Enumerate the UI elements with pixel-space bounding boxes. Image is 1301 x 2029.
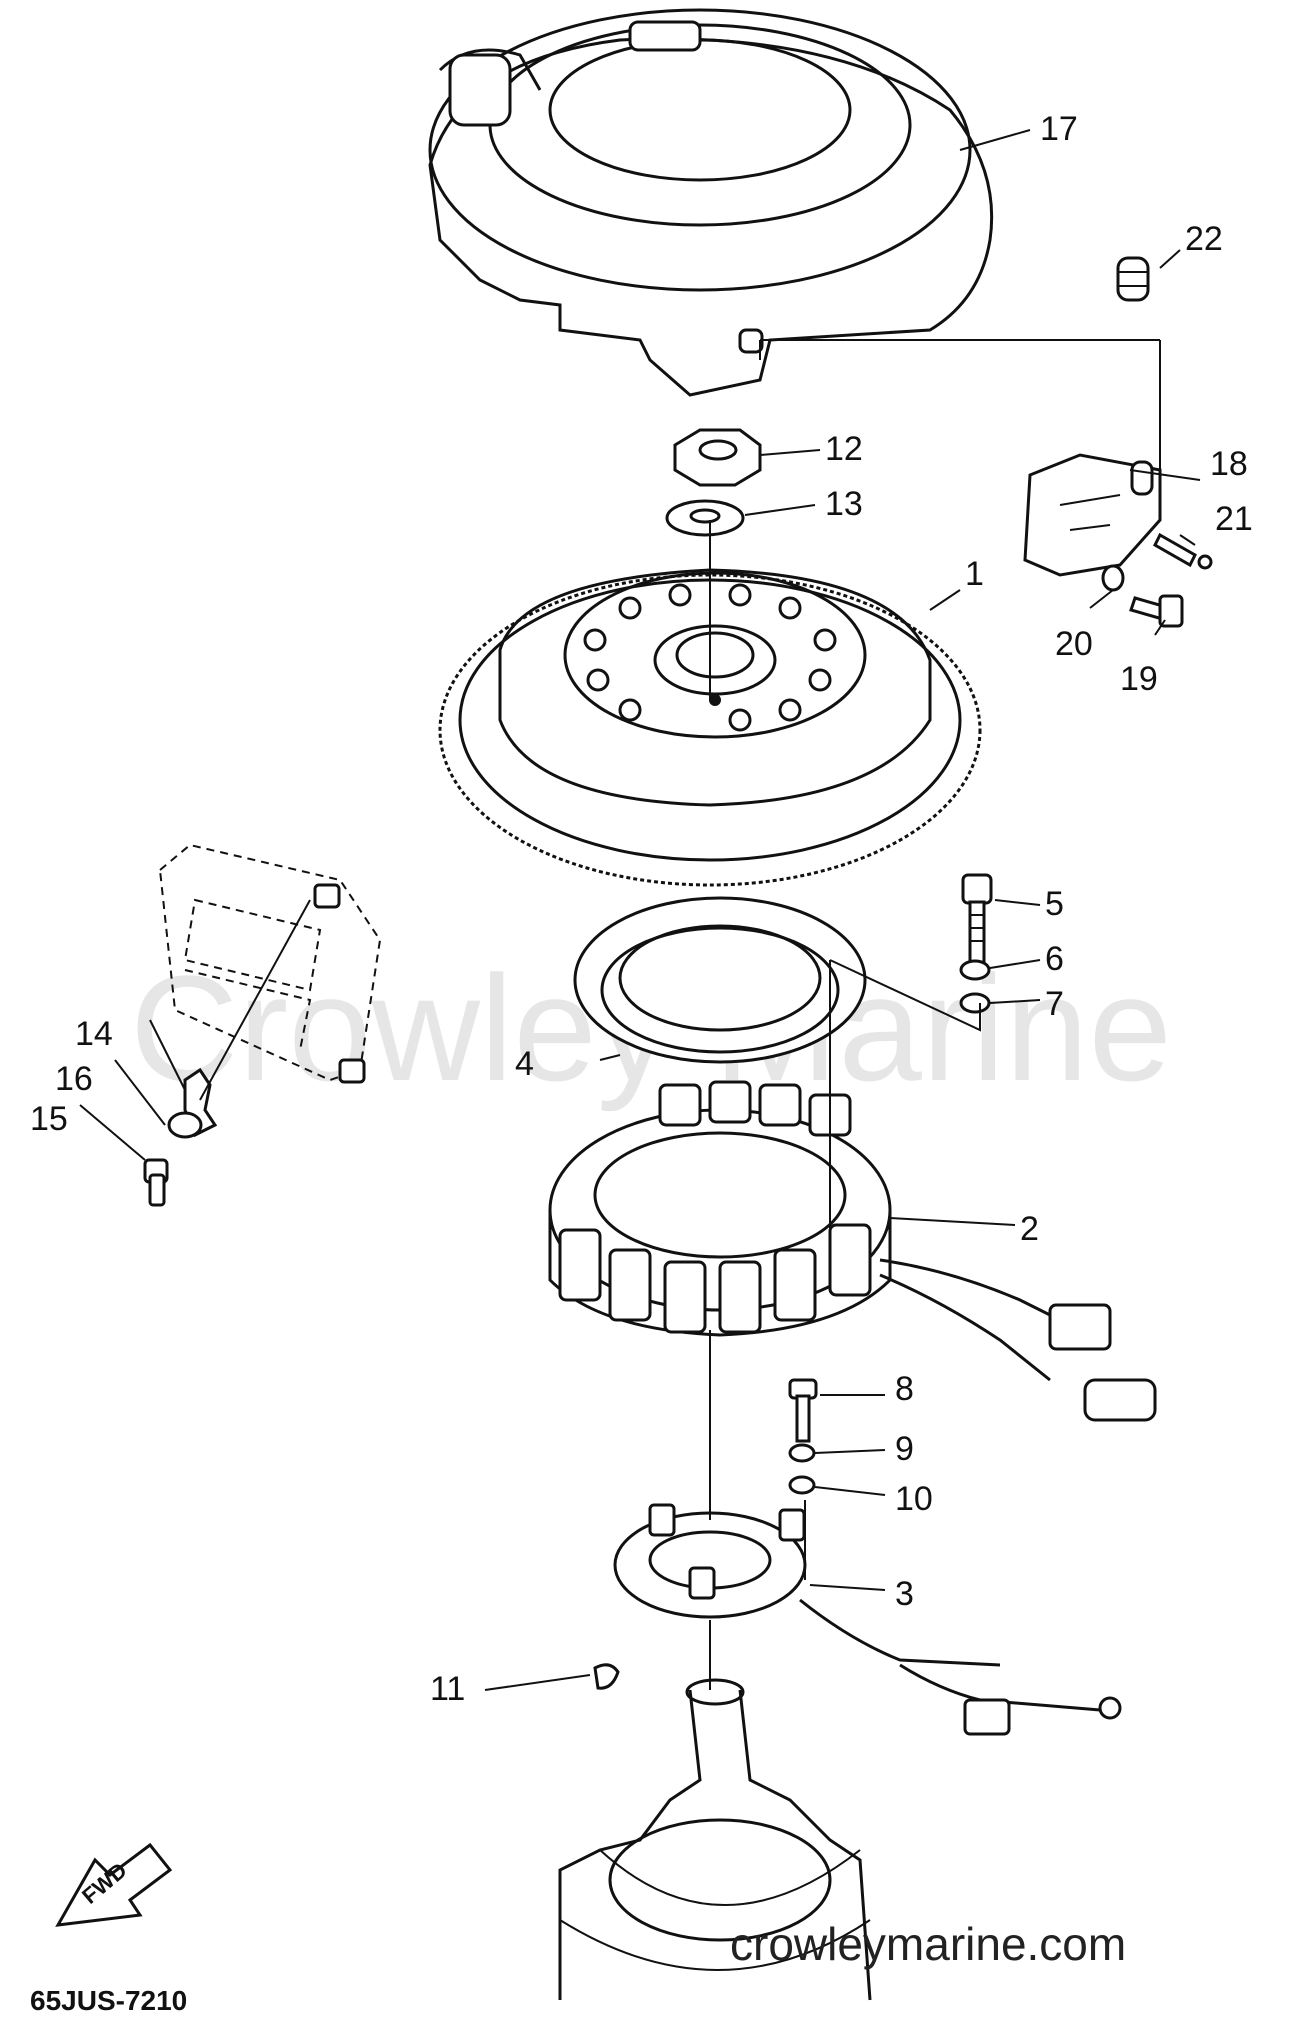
part-3-pulser-coil — [613, 1503, 1122, 1736]
callout-13: 13 — [825, 485, 863, 523]
callout-6: 6 — [1045, 940, 1064, 978]
part-9-washer — [788, 1443, 816, 1463]
callout-7: 7 — [1045, 985, 1064, 1023]
part-8-screw — [788, 1378, 818, 1443]
callout-14: 14 — [75, 1015, 113, 1053]
part-19-bolt — [1129, 594, 1184, 628]
part-15-bolt — [143, 1158, 169, 1207]
part-12-nut — [673, 428, 762, 487]
callout-22: 22 — [1185, 220, 1223, 258]
callout-9: 9 — [895, 1430, 914, 1468]
callout-1: 1 — [965, 555, 984, 593]
callout-20: 20 — [1055, 625, 1093, 663]
part-5-bolt — [961, 873, 993, 964]
callout-4: 4 — [515, 1045, 534, 1083]
diagram-code: 65JUS-7210 — [30, 1985, 187, 2016]
site-url: crowleymarine.com — [730, 1918, 1126, 1970]
callout-11: 11 — [430, 1670, 465, 1708]
callout-5: 5 — [1045, 885, 1064, 923]
part-16-washer — [167, 1111, 203, 1139]
callout-2: 2 — [1020, 1210, 1039, 1248]
part-20-washer — [1101, 564, 1125, 592]
part-1-flywheel — [438, 568, 982, 887]
callout-18: 18 — [1210, 445, 1248, 483]
part-17-flywheel-cover — [428, 8, 994, 397]
part-21-pin — [1153, 532, 1213, 570]
callout-16: 16 — [55, 1060, 93, 1098]
callout-10: 10 — [895, 1480, 933, 1518]
part-10-washer — [788, 1475, 816, 1495]
part-13-washer — [665, 499, 745, 537]
callout-8: 8 — [895, 1370, 914, 1408]
fwd-arrow: FWD — [55, 1842, 173, 1927]
callout-3: 3 — [895, 1575, 914, 1613]
part-22-grommet — [1116, 256, 1150, 302]
part-2-stator — [548, 1080, 1157, 1422]
callout-17: 17 — [1040, 110, 1078, 148]
leader-lines — [79, 129, 1201, 1691]
part-18-bracket — [1023, 453, 1162, 577]
callout-19: 19 — [1120, 660, 1158, 698]
part-11-key — [593, 1663, 620, 1690]
part-7-washer — [959, 992, 991, 1014]
part-6-washer — [959, 959, 991, 981]
callout-21: 21 — [1215, 500, 1253, 538]
callout-12: 12 — [825, 430, 863, 468]
crankcase — [558, 1678, 872, 2001]
part-4-plate — [573, 896, 867, 1064]
part-gasket — [158, 843, 382, 1084]
callout-15: 15 — [30, 1100, 68, 1138]
